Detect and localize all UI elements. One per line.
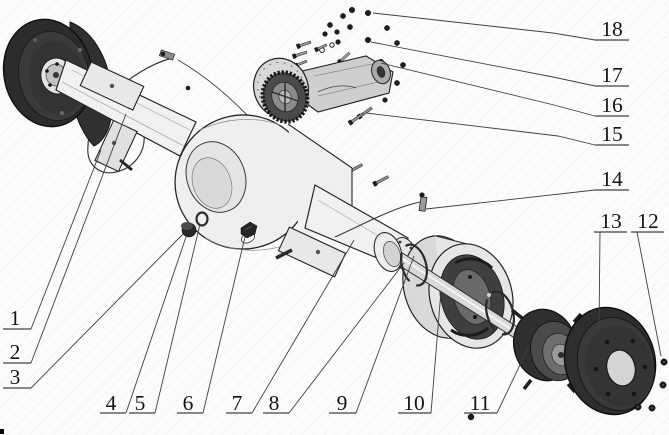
bolt-icon bbox=[314, 43, 328, 53]
part-number-label: 7 bbox=[232, 391, 243, 415]
leader-line bbox=[30, 113, 127, 364]
callout-17: 17 bbox=[370, 41, 629, 87]
differential-carrier-assembly bbox=[253, 55, 394, 124]
bumper-clip bbox=[240, 221, 258, 239]
callout-2: 2 bbox=[3, 113, 127, 364]
part-number-label: 16 bbox=[601, 93, 623, 117]
part-number-label: 11 bbox=[470, 391, 491, 415]
spring-seat-right bbox=[275, 226, 347, 278]
leader-line bbox=[30, 149, 102, 330]
callout-16: 16 bbox=[380, 62, 629, 117]
callout-4: 4 bbox=[100, 236, 187, 415]
bolt-icon bbox=[295, 40, 312, 49]
leader-line bbox=[288, 262, 405, 414]
leader-line bbox=[425, 189, 596, 210]
part-number-label: 8 bbox=[269, 391, 280, 415]
breather-valve bbox=[334, 192, 428, 238]
leader-line bbox=[370, 41, 596, 87]
leader-line bbox=[30, 233, 184, 389]
leader-line bbox=[365, 112, 596, 146]
part-number-label: 5 bbox=[135, 391, 146, 415]
part-number-label: 14 bbox=[601, 167, 623, 191]
leader-line bbox=[496, 345, 530, 414]
part-number-label: 1 bbox=[10, 306, 21, 330]
callout-9: 9 bbox=[329, 255, 415, 415]
part-number-label: 17 bbox=[601, 63, 623, 87]
shock-absorber-bracket bbox=[94, 119, 138, 173]
callout-12: 12 bbox=[631, 209, 664, 357]
part-number-label: 10 bbox=[403, 391, 425, 415]
leader-line bbox=[154, 223, 201, 414]
callout-18: 18 bbox=[372, 12, 629, 41]
callout-3: 3 bbox=[3, 233, 184, 389]
part-number-label: 12 bbox=[637, 209, 659, 233]
part-number-label: 6 bbox=[183, 391, 194, 415]
right-brake-drum bbox=[563, 306, 657, 416]
leader-line bbox=[125, 236, 187, 414]
callout-13: 13 bbox=[594, 209, 627, 332]
part-number-label: 13 bbox=[600, 209, 622, 233]
callout-7: 7 bbox=[226, 239, 355, 415]
leader-line bbox=[430, 290, 442, 414]
retainer-ring-left bbox=[399, 243, 429, 287]
part-number-label: 9 bbox=[337, 391, 348, 415]
part-number-label: 15 bbox=[601, 122, 623, 146]
wheel-nuts bbox=[467, 358, 668, 421]
leader-line bbox=[372, 12, 596, 41]
part-number-label: 18 bbox=[601, 17, 623, 41]
scan-artifact bbox=[0, 429, 4, 434]
bolt-icon bbox=[291, 50, 308, 59]
callout-15: 15 bbox=[365, 112, 629, 146]
drain-plug bbox=[181, 222, 197, 238]
drain-plug-washer bbox=[195, 211, 209, 227]
callout-10: 10 bbox=[398, 290, 442, 415]
callout-6: 6 bbox=[177, 236, 246, 415]
callout-14: 14 bbox=[425, 167, 629, 210]
leader-line bbox=[251, 239, 355, 414]
axle-housing bbox=[55, 59, 409, 269]
bolt-icon bbox=[372, 175, 390, 187]
callout-8: 8 bbox=[263, 262, 405, 415]
callout-11: 11 bbox=[464, 345, 530, 415]
callout-1: 1 bbox=[3, 149, 102, 330]
cable-end-fitting bbox=[158, 49, 191, 91]
leader-line bbox=[598, 231, 601, 332]
part-number-label: 2 bbox=[10, 340, 21, 364]
callout-5: 5 bbox=[129, 223, 201, 415]
part-number-label: 4 bbox=[106, 391, 117, 415]
differential-cover-dome bbox=[185, 141, 256, 244]
spring-seat-left bbox=[79, 61, 145, 111]
leader-line bbox=[636, 231, 662, 357]
part-number-label: 3 bbox=[10, 365, 21, 389]
leader-line bbox=[202, 236, 246, 414]
bolt-icon bbox=[347, 112, 364, 126]
leader-line bbox=[380, 62, 596, 117]
leader-line bbox=[355, 255, 415, 414]
